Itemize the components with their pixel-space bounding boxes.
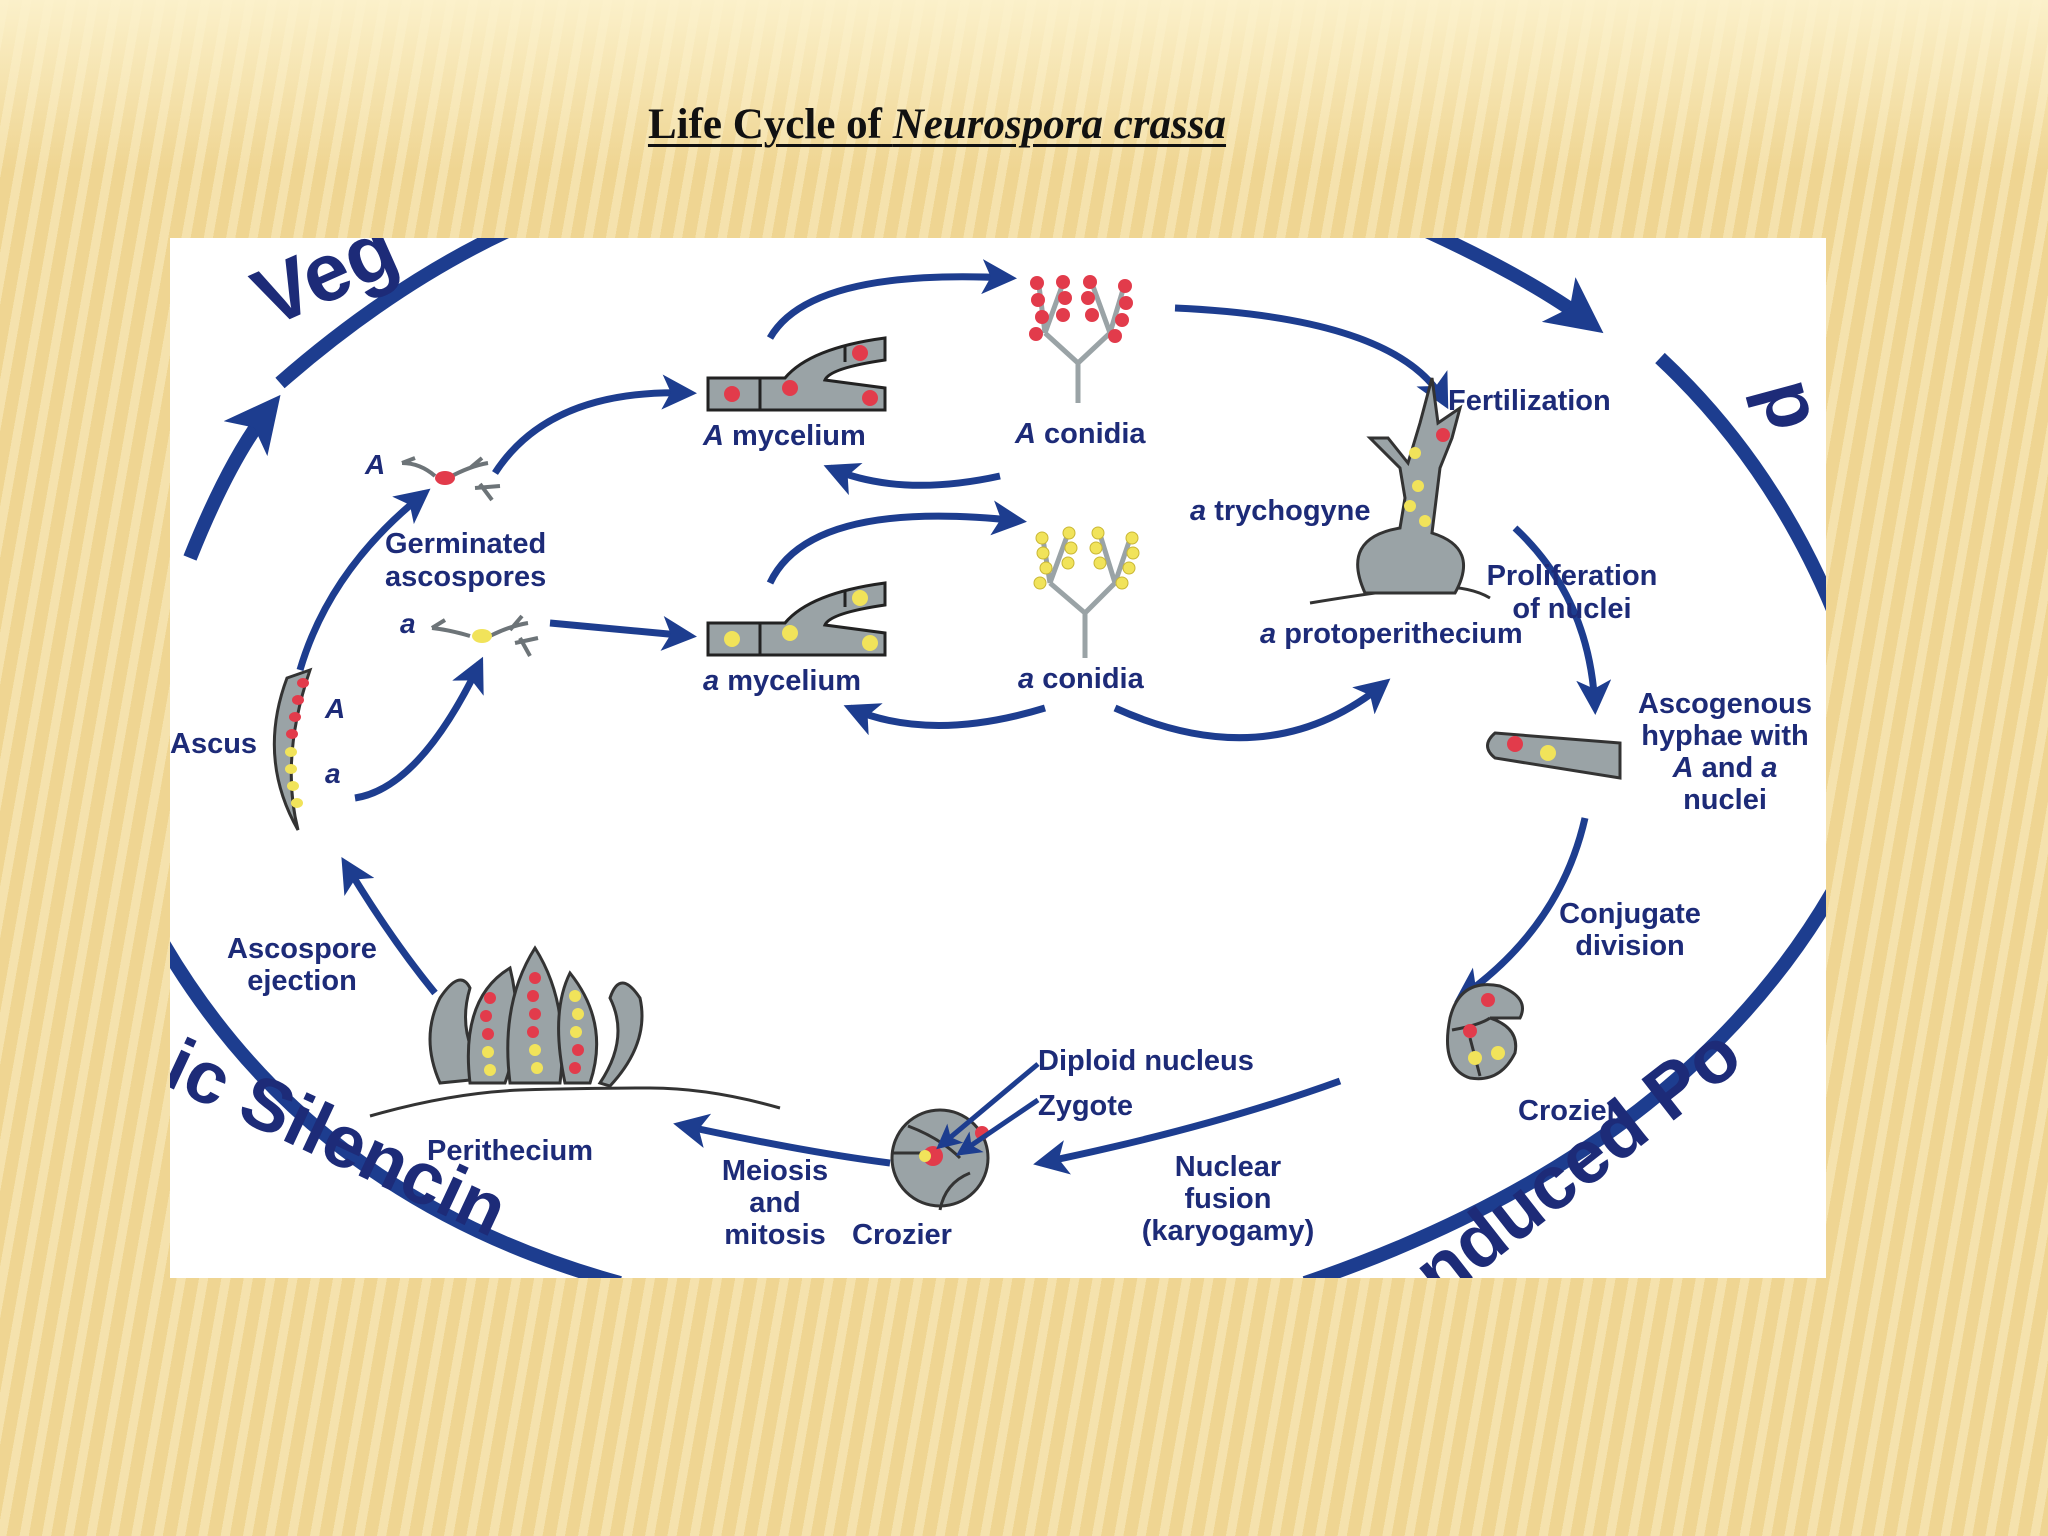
label-ascogenous-and: and	[1702, 752, 1754, 784]
label-protoperithecium-text: protoperithecium	[1284, 618, 1522, 650]
ring-arc-bottom-left	[170, 941, 622, 1278]
label-zygote: Zygote	[1038, 1090, 1133, 1122]
ring-arc-bottom-right	[1302, 888, 1826, 1278]
crozier-right-drawing	[1446, 983, 1524, 1081]
ring-text-top-left: Veg	[240, 238, 410, 344]
life-cycle-figure: Veg ic Silencin p nduced Po	[170, 238, 1826, 1278]
label-A-mycelium-text: mycelium	[732, 420, 866, 452]
label-ascospore-1: Ascospore	[227, 933, 377, 965]
label-protoperithecium: a protoperithecium	[1260, 618, 1523, 650]
ring-text-top-right: p	[1744, 370, 1826, 439]
label-A-conidia-text: conidia	[1044, 418, 1146, 450]
ring-arc-top-left	[275, 238, 510, 389]
label-germinated-1: Germinated	[385, 528, 546, 560]
label-trichogyne-text: trychogyne	[1214, 495, 1370, 527]
label-ascogenous-3: A and a	[1672, 752, 1778, 784]
label-a-conidia-letter: a	[1018, 663, 1034, 695]
label-conjugate-2: division	[1575, 930, 1685, 962]
arrow-A-conidia-to-fertilization	[1174, 304, 1449, 410]
label-crozier-right: Crozier	[1518, 1095, 1618, 1127]
label-A-mycelium: A mycelium	[702, 420, 866, 452]
arrow-a-conidia-to-a-mycelium	[843, 703, 1047, 736]
label-nuclear-2: fusion	[1185, 1183, 1272, 1215]
spore-a-drawing	[430, 614, 539, 657]
label-fertilization: Fertilization	[1448, 385, 1611, 417]
arrow-a-conidia-to-protoperithecium	[1113, 678, 1391, 742]
label-a-conidia: a conidia	[1018, 663, 1145, 695]
perithecium-drawing	[369, 945, 781, 1118]
title-species: Neurospora crassa	[892, 101, 1227, 148]
arrow-a-mycelium-to-a-conidia	[766, 500, 1027, 585]
ascogenous-hypha-drawing	[1486, 731, 1622, 780]
label-A-mycelium-letter: A	[702, 420, 724, 452]
spore-A-drawing	[401, 456, 501, 502]
label-nuclear-1: Nuclear	[1175, 1151, 1281, 1183]
label-ascus-a: a	[325, 758, 341, 789]
label-a-mycelium-letter: a	[703, 665, 719, 697]
label-proliferation-1: Proliferation	[1487, 560, 1658, 592]
a-conidia-drawing	[1033, 526, 1140, 658]
label-crozier-bottom: Crozier	[852, 1219, 952, 1251]
label-diploid-nucleus: Diploid nucleus	[1038, 1045, 1254, 1077]
arrow-meiosis	[673, 1113, 891, 1167]
life-cycle-diagram: Veg ic Silencin p nduced Po	[170, 238, 1826, 1278]
protoperithecium-drawing	[1309, 377, 1491, 605]
label-ascogenous-a: a	[1761, 752, 1777, 784]
arrow-spore-A-to-A-mycelium	[492, 374, 697, 475]
arrow-spore-a-to-a-mycelium	[549, 615, 697, 651]
label-ascogenous-1: Ascogenous	[1638, 688, 1812, 720]
label-A-conidia-letter: A	[1014, 418, 1036, 450]
label-germinated-2: ascospores	[385, 561, 546, 593]
A-conidia-drawing	[1029, 275, 1133, 403]
label-a-mycelium: a mycelium	[703, 665, 861, 697]
label-spore-a: a	[400, 608, 416, 639]
ring-arc-top-right	[1424, 238, 1604, 334]
crozier-bottom-drawing	[890, 1062, 1040, 1211]
label-meiosis-2: and	[749, 1187, 801, 1219]
arrow-ascus-to-spore-A	[296, 488, 431, 671]
label-proliferation-2: of nuclei	[1512, 593, 1631, 625]
cycle-arrows	[296, 259, 1612, 1175]
arrow-A-mycelium-to-A-conidia	[766, 259, 1017, 340]
label-ascospore-2: ejection	[247, 965, 357, 997]
label-trichogyne: a trychogyne	[1190, 495, 1371, 527]
ring-arc-left-up	[183, 394, 281, 561]
label-A-conidia: A conidia	[1014, 418, 1146, 450]
label-spore-A: A	[364, 449, 385, 480]
label-ascus: Ascus	[170, 728, 257, 760]
a-mycelium-drawing	[706, 581, 887, 657]
ring-arc-right	[1655, 352, 1826, 612]
label-conjugate-1: Conjugate	[1559, 898, 1701, 930]
label-nuclear-3: (karyogamy)	[1142, 1215, 1314, 1247]
arrow-nuclear-fusion	[1033, 1077, 1342, 1175]
label-trichogyne-letter: a	[1190, 495, 1206, 527]
arrow-ascospore-ejection	[341, 856, 438, 996]
label-meiosis-1: Meiosis	[722, 1155, 828, 1187]
ascus-drawing	[272, 667, 313, 831]
A-mycelium-drawing	[706, 336, 887, 412]
label-meiosis-3: mitosis	[724, 1219, 826, 1251]
label-ascogenous-4: nuclei	[1683, 784, 1767, 816]
arrow-conjugate-division	[1454, 817, 1589, 1003]
label-a-conidia-text: conidia	[1042, 663, 1144, 695]
label-protoperithecium-letter: a	[1260, 618, 1276, 650]
label-perithecium: Perithecium	[427, 1135, 593, 1167]
arrow-ascus-to-spore-a	[354, 656, 484, 802]
arrow-proliferation	[1512, 525, 1612, 715]
label-ascogenous-A: A	[1672, 752, 1694, 784]
label-ascus-A: A	[324, 693, 345, 724]
labels: A mycelium A conidia a mycelium a conidi…	[170, 385, 1812, 1251]
arrow-A-conidia-to-A-mycelium	[823, 462, 1001, 496]
label-a-mycelium-text: mycelium	[727, 665, 861, 697]
title-prefix: Life Cycle of	[647, 101, 882, 148]
label-ascogenous-2: hyphae with	[1641, 720, 1809, 752]
slide-title: Life Cycle of Neurospora crassa	[0, 100, 1874, 149]
